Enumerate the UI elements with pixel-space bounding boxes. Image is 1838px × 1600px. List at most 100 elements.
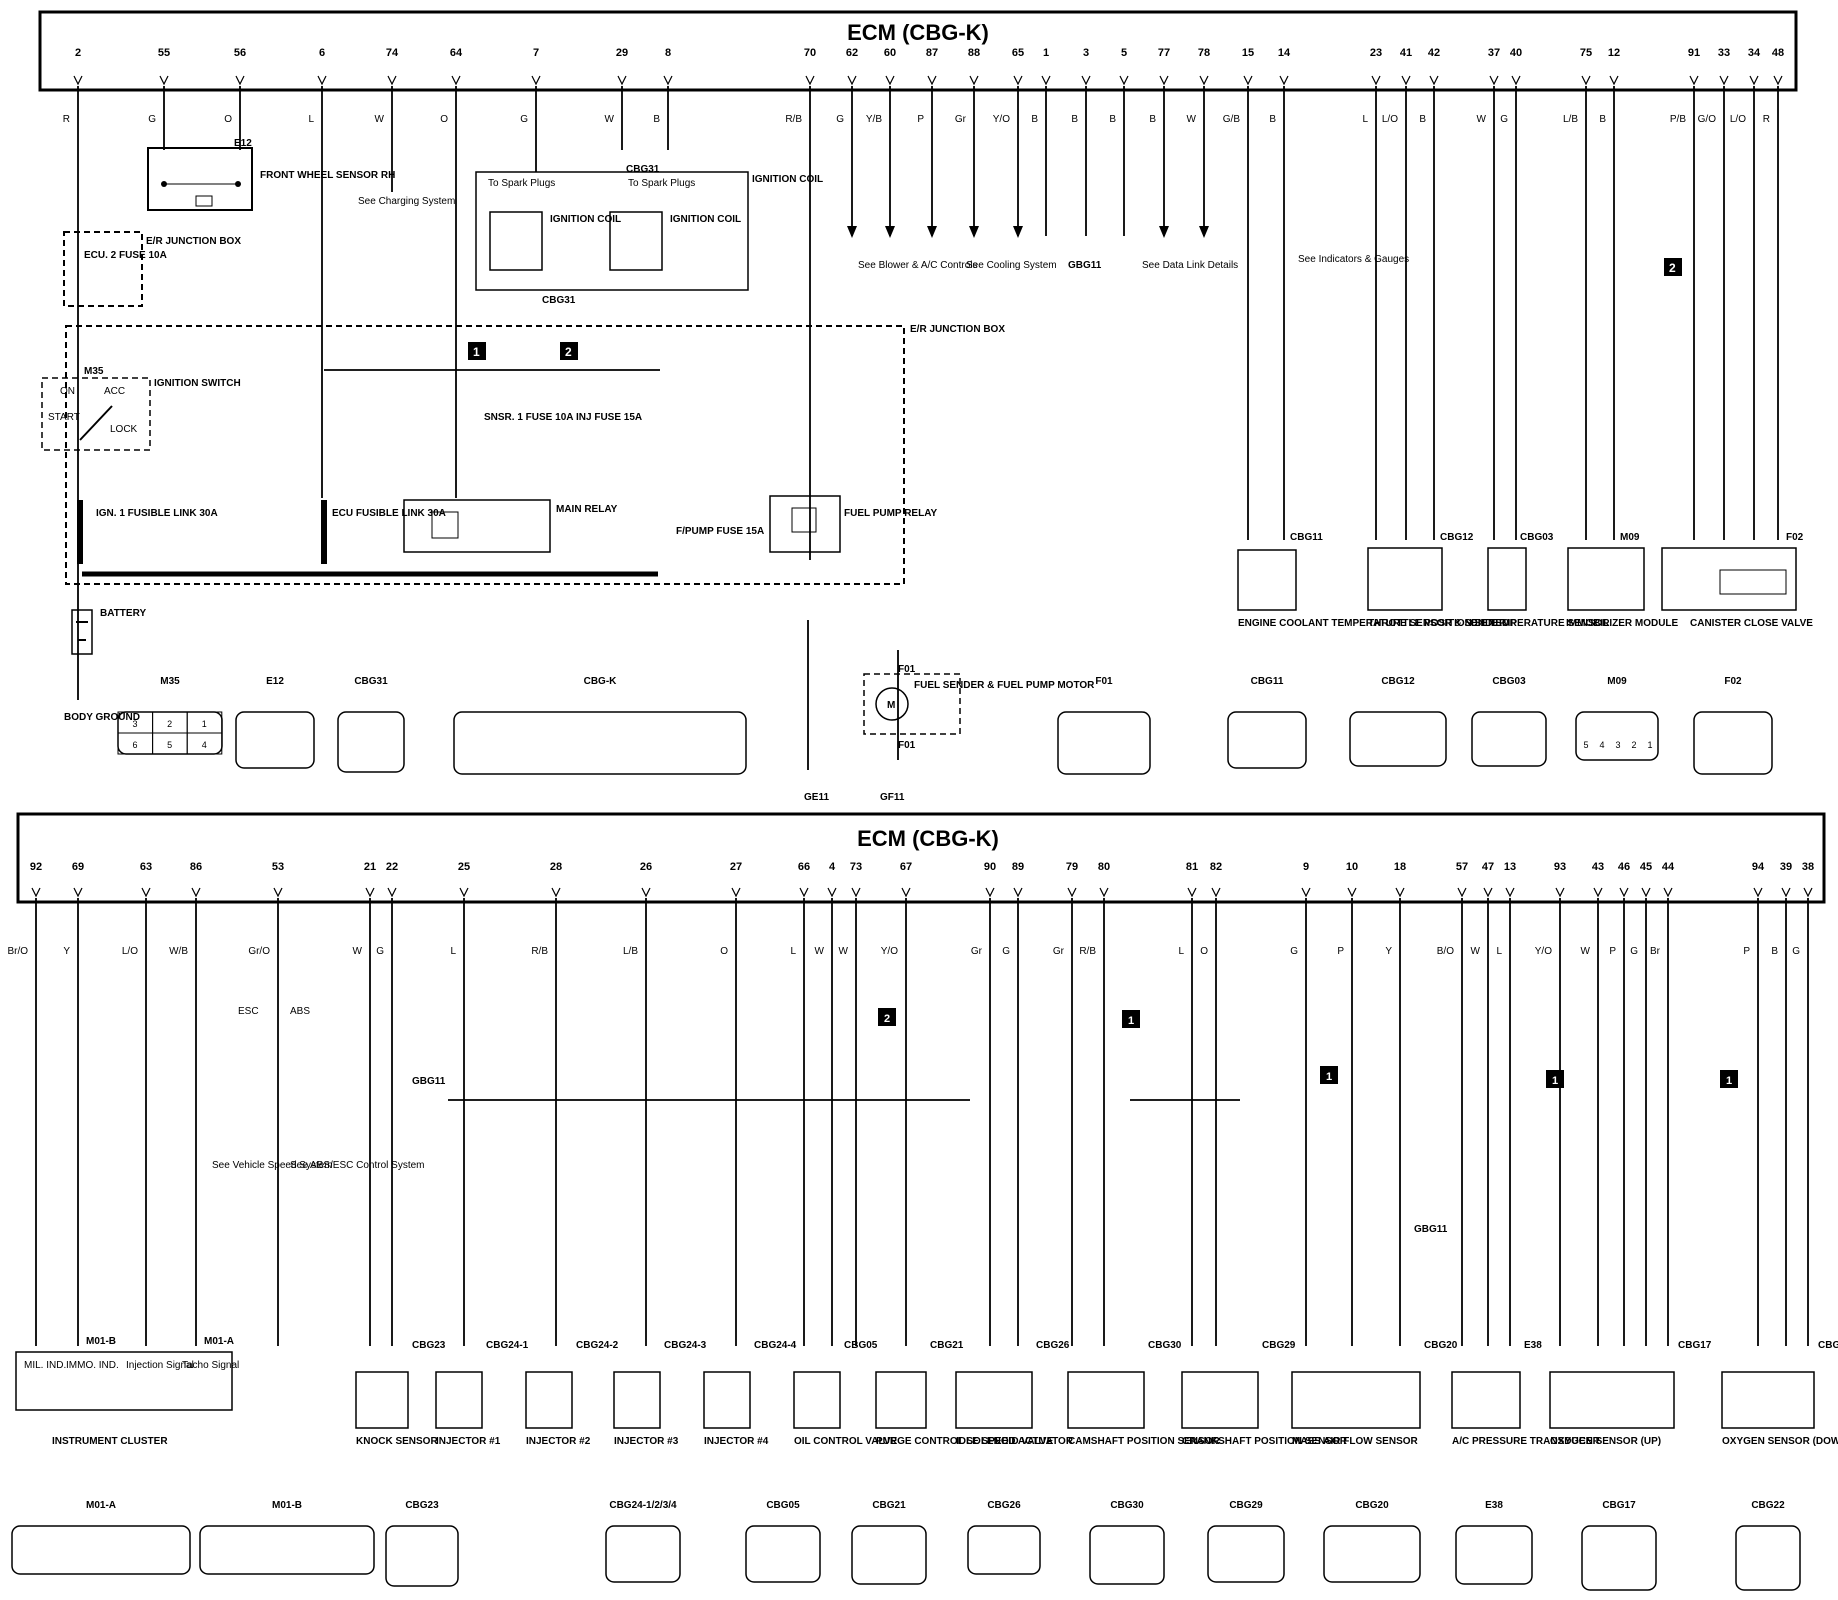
ecm-bottom-pin-47: 47 (1482, 861, 1494, 873)
arrow-top-4 (1013, 226, 1023, 238)
svg-text:F02: F02 (1786, 532, 1804, 543)
ocv-component (793, 1371, 841, 1429)
connector-face-label-CBG20: CBG20 (1355, 1500, 1389, 1511)
m35-cavity-label-4: 4 (202, 740, 207, 750)
svg-text:Tacho Signal: Tacho Signal (182, 1360, 239, 1371)
ecm-top-pin-terminal-15 (1243, 75, 1253, 86)
connector-face-label-M01-B: M01-B (272, 1500, 302, 1511)
ecm-top-pin-terminal-56 (235, 75, 245, 86)
wire-color-bottom-26: L/B (623, 946, 638, 957)
ecm-bottom-pin-terminal-18 (1395, 887, 1405, 898)
ecm-bottom-pin-81: 81 (1186, 861, 1198, 873)
svg-text:F/PUMP FUSE 15A: F/PUMP FUSE 15A (676, 526, 764, 537)
ecm-bottom-pin-38: 38 (1802, 861, 1814, 873)
connector-face-label-CBG29: CBG29 (1229, 1500, 1263, 1511)
arrow-top-5 (1159, 226, 1169, 238)
ecm-bottom-pin-86: 86 (190, 861, 202, 873)
knock-component (355, 1371, 409, 1429)
ecm-bottom-pin-terminal-69 (73, 887, 83, 898)
wire-color-top-70: R/B (785, 114, 802, 125)
ecm-bottom-pin-terminal-89 (1013, 887, 1023, 898)
wire-color-top-29: W (605, 114, 615, 125)
ref-badge-bottom-4 (1720, 1070, 1738, 1088)
wire-color-bottom-90: Gr (971, 946, 983, 957)
wire-color-bottom-9: G (1290, 946, 1298, 957)
ecm-bottom-pin-46: 46 (1618, 861, 1630, 873)
ecm-top-pin-88: 88 (968, 47, 980, 59)
ecm-top-pin-terminal-41 (1401, 75, 1411, 86)
ecm-bottom-pin-18: 18 (1394, 861, 1406, 873)
svg-text:INJ FUSE 15A: INJ FUSE 15A (576, 412, 642, 423)
svg-text:See Blower & A/C Controls: See Blower & A/C Controls (858, 260, 978, 271)
ecm-top-pin-terminal-8 (663, 75, 673, 86)
ecm-top-pin-56: 56 (234, 47, 246, 59)
o2_down-component (1721, 1371, 1815, 1429)
ecm-top-pin-15: 15 (1242, 47, 1254, 59)
svg-text:GBG11: GBG11 (1414, 1224, 1448, 1235)
ref-badge-bottom-label-2: 1 (1326, 1071, 1332, 1083)
wire-color-top-65: Y/O (993, 114, 1010, 125)
svg-text:See Data Link Details: See Data Link Details (1142, 260, 1238, 271)
ecm-top-pin-40: 40 (1510, 47, 1522, 59)
ecm-bottom-pin-69: 69 (72, 861, 84, 873)
wire-color-bottom-66: L (790, 946, 796, 957)
svg-text:FUEL PUMP RELAY: FUEL PUMP RELAY (844, 508, 937, 519)
inj2-connector-ref: CBG24-2 (576, 1340, 619, 1351)
ecm-bottom-pin-terminal-38 (1803, 887, 1813, 898)
ref-badge-bottom-1 (1122, 1010, 1140, 1028)
wire-color-bottom-53: Gr/O (248, 946, 270, 957)
wire-color-bottom-18: Y (1385, 946, 1392, 957)
wire-color-bottom-46: P (1609, 946, 1616, 957)
wire-color-top-2: R (63, 114, 70, 125)
ecm-bottom-pin-terminal-80 (1099, 887, 1109, 898)
svg-text:ECU. 2 FUSE 10A: ECU. 2 FUSE 10A (84, 250, 167, 261)
ref-badge-bottom-3 (1546, 1070, 1564, 1088)
svg-text:CBG31: CBG31 (542, 295, 576, 306)
wire-color-bottom-86: W/B (169, 946, 188, 957)
ecm-top-pin-terminal-6 (317, 75, 327, 86)
connector-face-label-CBG03: CBG03 (1492, 676, 1526, 687)
ecm-bottom-pin-terminal-27 (731, 887, 741, 898)
ecm-top-pin-terminal-55 (159, 75, 169, 86)
svg-text:See Cooling System: See Cooling System (966, 260, 1057, 271)
svg-text:M09: M09 (1620, 532, 1640, 543)
m09-cavity-label-4: 4 (1599, 740, 1604, 750)
inj1-connector-ref: CBG24-1 (486, 1340, 529, 1351)
ref-badge-bottom-label-0: 2 (884, 1013, 890, 1025)
svg-text:CBG31: CBG31 (626, 164, 660, 175)
m35-cavity-label-5: 5 (167, 740, 172, 750)
wire-color-bottom-28: R/B (531, 946, 548, 957)
connector-face-CBG23 (385, 1525, 459, 1587)
ecm-top-pin-terminal-48 (1773, 75, 1783, 86)
immobilizer-module: IMMOBILIZER MODULE (1566, 547, 1679, 629)
m35-cavity-label-6: 6 (132, 740, 137, 750)
maf-label: MASS AIR FLOW SENSOR (1292, 1436, 1419, 1447)
ref-badge-2-canister: 2 (1664, 258, 1682, 276)
connector-face-label-CBG26: CBG26 (987, 1500, 1021, 1511)
ecm-top-pin-23: 23 (1370, 47, 1382, 59)
instrument-cluster: MIL. IND. IMMO. IND. Injection Signal Ta… (15, 1351, 239, 1447)
svg-text:GF11: GF11 (880, 792, 905, 803)
ecm-top-pin-42: 42 (1428, 47, 1440, 59)
svg-text:Injection Signal: Injection Signal (126, 1360, 194, 1371)
ecm-bottom-pin-terminal-39 (1781, 887, 1791, 898)
ecm-bottom-pin-21: 21 (364, 861, 376, 873)
svg-text:See Charging System: See Charging System (358, 196, 455, 207)
ecm-top-pin-terminal-33 (1719, 75, 1729, 86)
svg-text:CBG03: CBG03 (1520, 532, 1554, 543)
connector-face-CBG21 (851, 1525, 927, 1585)
svg-text:ENGINE COOLANT TEMPERATURE SEN: ENGINE COOLANT TEMPERATURE SENSOR & SEND… (1238, 618, 1507, 629)
wire-color-bottom-43: W (1581, 946, 1591, 957)
svg-text:THROTTLE POSITION SENSOR: THROTTLE POSITION SENSOR (1368, 618, 1518, 629)
connector-face-CBG26 (967, 1525, 1041, 1575)
ecm-top-pin-65: 65 (1012, 47, 1024, 59)
connector-face-label-CBG11: CBG11 (1251, 676, 1284, 687)
o2_up-component (1549, 1371, 1675, 1429)
connector-face-CBG12 (1349, 711, 1447, 767)
ecm-bottom-pin-terminal-66 (799, 887, 809, 898)
svg-text:F01: F01 (898, 740, 916, 751)
ground-gbg11-b2: GBG11 (1414, 1224, 1448, 1235)
